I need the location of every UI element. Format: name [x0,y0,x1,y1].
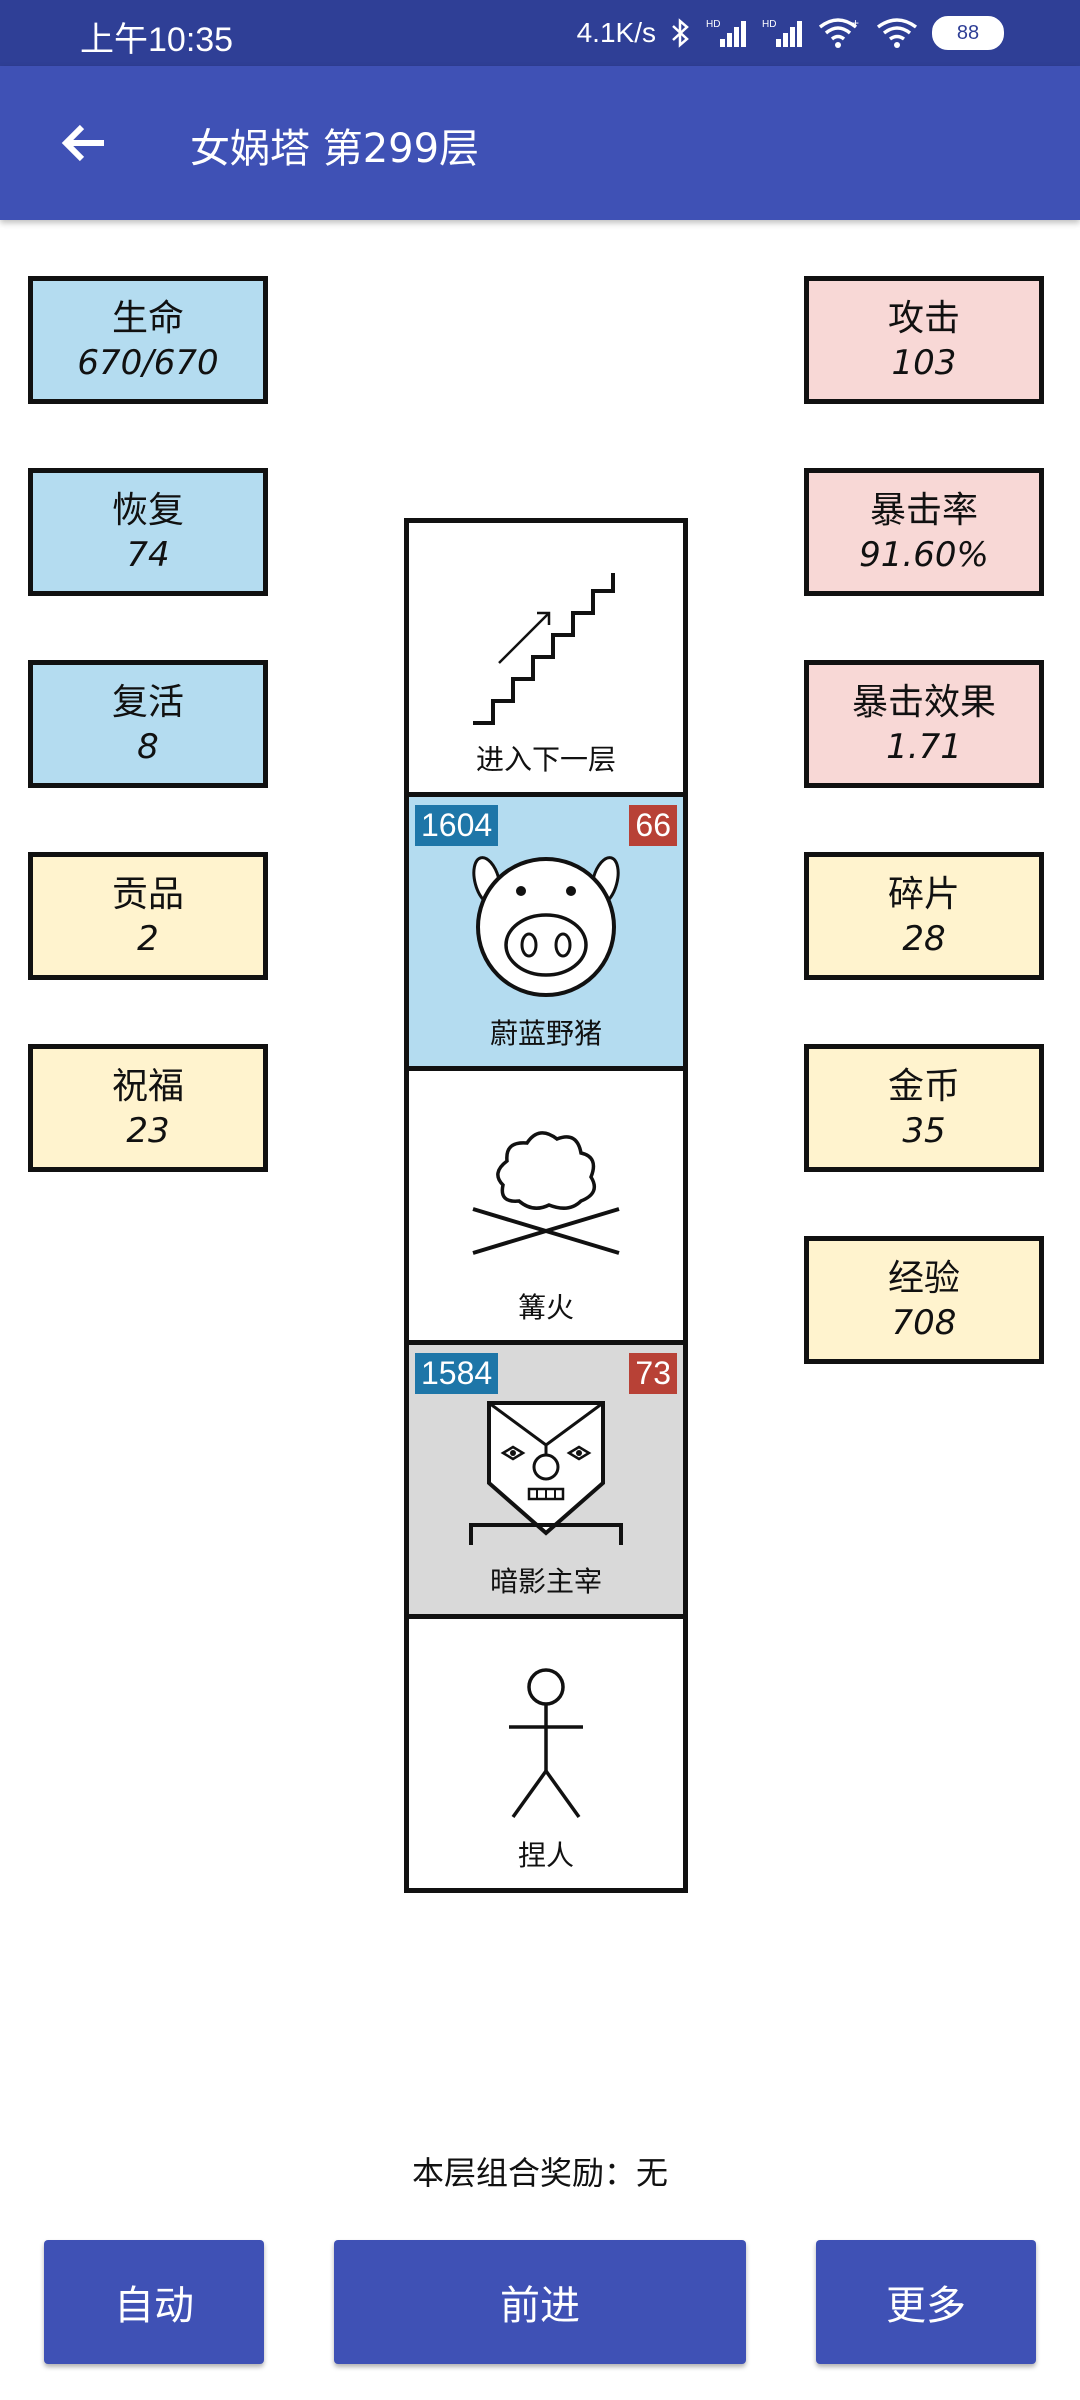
stat-value: 8 [137,727,159,767]
app-bar: 女娲塔 第299层 [0,66,1080,220]
enemy-attack-badge: 73 [629,1353,677,1394]
stat-label: 金币 [887,1066,960,1107]
stat-attack: 攻击 103 [804,276,1044,404]
arrow-left-icon [61,124,104,162]
network-speed: 4.1K/s [576,17,656,48]
more-button[interactable]: 更多 [816,2240,1036,2364]
stat-label: 暴击率 [869,490,978,531]
back-button[interactable] [44,111,124,175]
stat-value: 74 [126,535,170,575]
stat-value: 103 [891,343,957,383]
cell-label: 蔚蓝野猪 [489,1017,602,1050]
tower-cell-stairs[interactable]: 进入下一层 [409,523,683,797]
stat-revive: 复活 8 [28,660,268,788]
cell-label: 暗影主宰 [489,1565,602,1598]
stat-crit-effect: 暴击效果 1.71 [804,660,1044,788]
stat-value: 91.60% [859,535,989,575]
signal-hd-icon: HD [706,19,746,47]
boar-icon [472,856,620,997]
stat-value: 670/670 [77,343,219,383]
stat-label: 暴击效果 [851,682,996,723]
status-icons: 4.1K/s HD HD + [577,10,1004,56]
tower-cell-stick-figure[interactable]: 捏人 [409,1619,683,1888]
wifi-icon [876,18,918,48]
stat-tribute: 贡品 2 [28,852,268,980]
stat-label: 碎片 [887,874,960,915]
stat-value: 23 [126,1111,170,1151]
stat-label: 生命 [111,298,184,339]
floor-reward-text: 本层组合奖励：无 [411,2154,668,2192]
battery-icon: 88 [932,16,1004,50]
wifi-plus-icon: + [818,17,859,48]
shadow-lord-icon [469,1401,623,1545]
stat-exp: 经验 708 [804,1236,1044,1364]
cell-label: 篝火 [517,1291,574,1324]
stat-value: 2 [137,919,159,959]
status-time: 上午10:35 [80,21,234,59]
svg-text:+: + [852,17,859,30]
stick-figure-icon [509,1668,583,1819]
stat-label: 贡品 [111,874,184,915]
bluetooth-icon [672,18,689,48]
stat-value: 708 [891,1303,957,1343]
stat-label: 攻击 [887,298,960,339]
stat-value: 35 [902,1111,946,1151]
tower-cell-boar[interactable]: 1604 66 蔚蓝野猪 [409,797,683,1071]
tower-cell-shadow-lord[interactable]: 1584 73 暗影主宰 [409,1345,683,1619]
stairs-icon [473,573,615,725]
stat-blessing: 祝福 23 [28,1044,268,1172]
campfire-icon [472,1131,620,1255]
stat-crit-rate: 暴击率 91.60% [804,468,1044,596]
stat-regen: 恢复 74 [28,468,268,596]
tower-cell-campfire[interactable]: 篝火 [409,1071,683,1345]
enemy-attack-badge: 66 [629,805,677,846]
stat-gold: 金币 35 [804,1044,1044,1172]
status-bar: 上午10:35 4.1K/s HD HD + [0,0,1080,66]
cell-label: 进入下一层 [475,743,616,776]
enemy-hp-badge: 1604 [415,805,499,846]
enemy-hp-badge: 1584 [415,1353,499,1394]
tower-column: 进入下一层 1604 66 蔚蓝野猪 篝火 1584 73 [404,518,688,1893]
stat-label: 复活 [111,682,184,723]
stat-fragments: 碎片 28 [804,852,1044,980]
stat-value: 28 [902,919,946,959]
svg-text:HD: HD [762,19,776,30]
stat-label: 经验 [887,1258,960,1299]
stat-hp: 生命 670/670 [28,276,268,404]
forward-button[interactable]: 前进 [334,2240,746,2364]
stat-label: 祝福 [111,1066,184,1107]
cell-label: 捏人 [517,1839,574,1872]
signal-hd-icon: HD [762,19,802,47]
auto-button[interactable]: 自动 [44,2240,264,2364]
page-title: 女娲塔 第299层 [190,126,480,172]
stat-value: 1.71 [886,727,962,767]
svg-text:HD: HD [706,19,720,30]
stat-label: 恢复 [111,490,184,531]
